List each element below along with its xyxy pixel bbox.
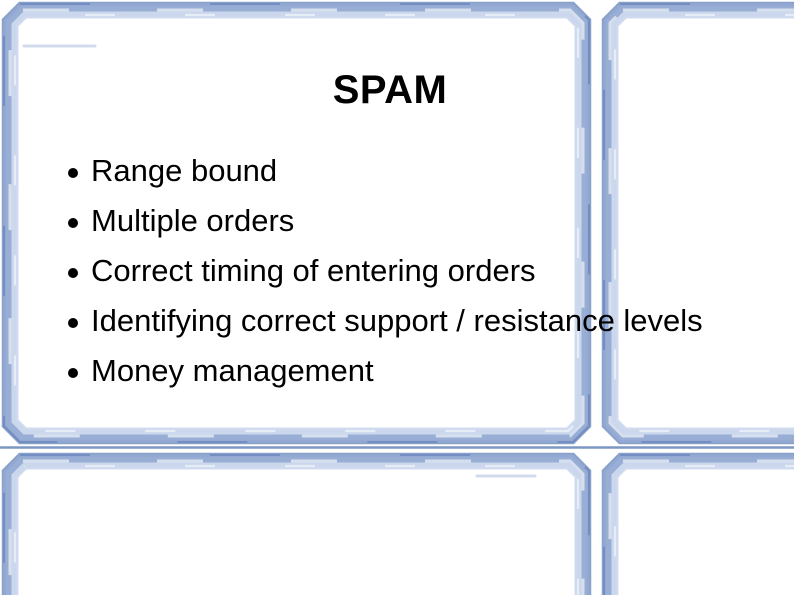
slide-title: SPAM (332, 68, 448, 112)
bullet-dot-icon (68, 218, 78, 228)
bullet-text: Money management (91, 353, 374, 388)
bullet-text: Multiple orders (91, 203, 295, 238)
bullet-text: Correct timing of entering orders (91, 253, 536, 288)
bullet-item: Correct timing of entering orders (68, 246, 703, 296)
bullet-item: Range bound (68, 146, 703, 196)
bullet-dot-icon (68, 268, 78, 278)
bullet-list: Range bound Multiple orders Correct timi… (68, 146, 703, 396)
frame-bottom-left (1, 452, 592, 595)
bullet-dot-icon (68, 318, 78, 328)
frame-bottom-right (601, 452, 794, 595)
bullet-text: Identifying correct support / resistance… (91, 303, 703, 338)
bullet-dot-icon (68, 368, 78, 378)
bullet-item: Identifying correct support / resistance… (68, 296, 703, 346)
bullet-item: Money management (68, 346, 703, 396)
frame-top-left (1, 1, 592, 445)
bullet-item: Multiple orders (68, 196, 703, 246)
bullet-dot-icon (68, 168, 78, 178)
bullet-text: Range bound (91, 153, 278, 188)
frame-top-right (601, 1, 794, 445)
